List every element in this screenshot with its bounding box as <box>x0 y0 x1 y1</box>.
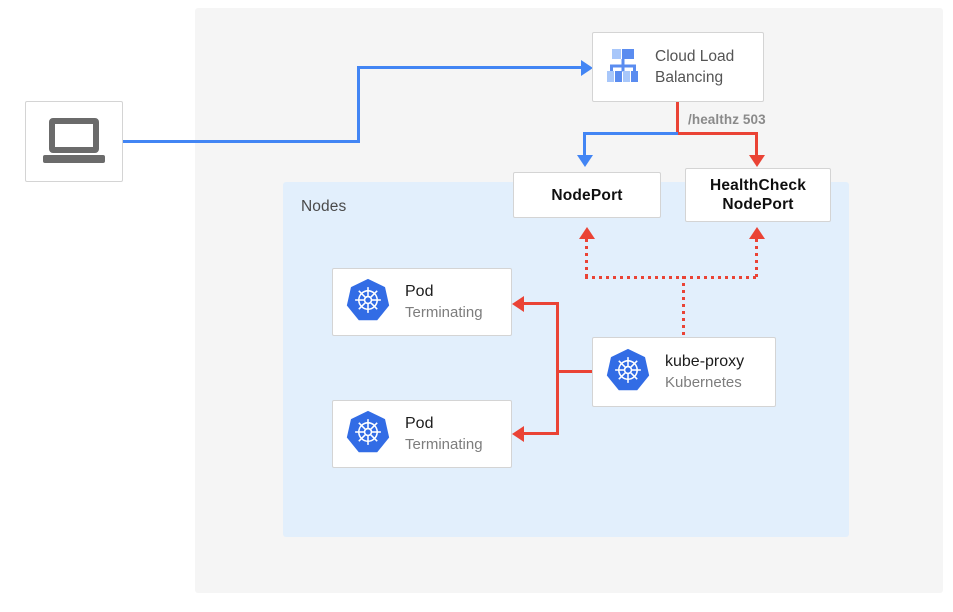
edge-kubeproxy-to-nodeport-arrowhead <box>578 227 595 239</box>
edge-kubeproxy-dotted-stem <box>682 276 685 337</box>
pod-1-title: Pod <box>405 283 434 300</box>
pod-2-title: Pod <box>405 415 434 432</box>
pod-node-1[interactable]: Pod Terminating <box>332 268 512 336</box>
edge-lb-to-nodeport-horizontal <box>583 132 678 135</box>
edge-client-to-lb-horizontal-1 <box>123 140 360 143</box>
edge-kubeproxy-to-pod1-arrowhead <box>512 295 524 312</box>
pod-1-text: Pod Terminating <box>405 281 483 323</box>
edge-lb-to-healthcheck-vertical <box>755 132 758 157</box>
kubernetes-icon <box>345 409 391 460</box>
edge-lb-to-nodeport-vertical <box>583 132 586 157</box>
pod-1-subtitle: Terminating <box>405 304 483 321</box>
edge-lb-stem-vertical <box>676 102 679 134</box>
cloud-load-balancing-icon <box>602 44 644 91</box>
healthz-edge-label: /healthz 503 <box>688 112 766 127</box>
cloud-load-balancing-node[interactable]: Cloud Load Balancing <box>592 32 764 102</box>
cloud-load-balancing-label: Cloud Load Balancing <box>655 46 734 88</box>
edge-lb-to-healthcheck-arrowhead <box>748 155 765 167</box>
nodes-region-label: Nodes <box>301 198 347 215</box>
kube-proxy-text: kube-proxy Kubernetes <box>665 351 744 393</box>
edge-client-to-lb-arrowhead <box>581 59 593 76</box>
edge-kubeproxy-to-pods-spine <box>556 302 559 435</box>
edge-kubeproxy-to-pod2 <box>524 432 559 435</box>
pod-node-2[interactable]: Pod Terminating <box>332 400 512 468</box>
edge-lb-to-nodeport-arrowhead <box>576 155 593 167</box>
edge-client-to-lb-vertical <box>357 66 360 143</box>
pod-2-subtitle: Terminating <box>405 436 483 453</box>
client-node[interactable] <box>25 101 123 182</box>
nodeport-node[interactable]: NodePort <box>513 172 661 218</box>
healthcheck-nodeport-node[interactable]: HealthCheck NodePort <box>685 168 831 222</box>
cloud-load-balancing-label-line2: Balancing <box>655 69 724 86</box>
laptop-base-part <box>43 154 105 163</box>
edge-kubeproxy-dotted-to-nodeport <box>585 239 588 279</box>
healthcheck-nodeport-label: HealthCheck NodePort <box>710 176 806 214</box>
kube-proxy-subtitle: Kubernetes <box>665 374 742 391</box>
edge-kubeproxy-dotted-to-healthcheck <box>755 239 758 279</box>
edge-kubeproxy-to-pod1 <box>524 302 559 305</box>
healthcheck-nodeport-label-line1: HealthCheck <box>709 177 807 194</box>
edge-kubeproxy-to-healthcheck-arrowhead <box>748 227 765 239</box>
nodeport-label: NodePort <box>551 186 623 204</box>
healthcheck-nodeport-label-line2: NodePort <box>722 196 794 213</box>
kubernetes-icon <box>605 347 651 398</box>
edge-client-to-lb-horizontal-2 <box>357 66 584 69</box>
laptop-screen-part <box>49 117 99 153</box>
kubernetes-icon <box>345 277 391 328</box>
edge-kubeproxy-dotted-bar <box>585 276 758 279</box>
kube-proxy-title: kube-proxy <box>665 353 745 370</box>
edge-kubeproxy-to-pods-horizontal <box>556 370 594 373</box>
edge-kubeproxy-to-pod2-arrowhead <box>512 425 524 442</box>
laptop-icon <box>43 117 105 166</box>
pod-2-text: Pod Terminating <box>405 413 483 455</box>
cloud-load-balancing-label-line1: Cloud Load <box>655 48 735 65</box>
edge-lb-to-healthcheck-horizontal <box>676 132 757 135</box>
kube-proxy-node[interactable]: kube-proxy Kubernetes <box>592 337 776 407</box>
